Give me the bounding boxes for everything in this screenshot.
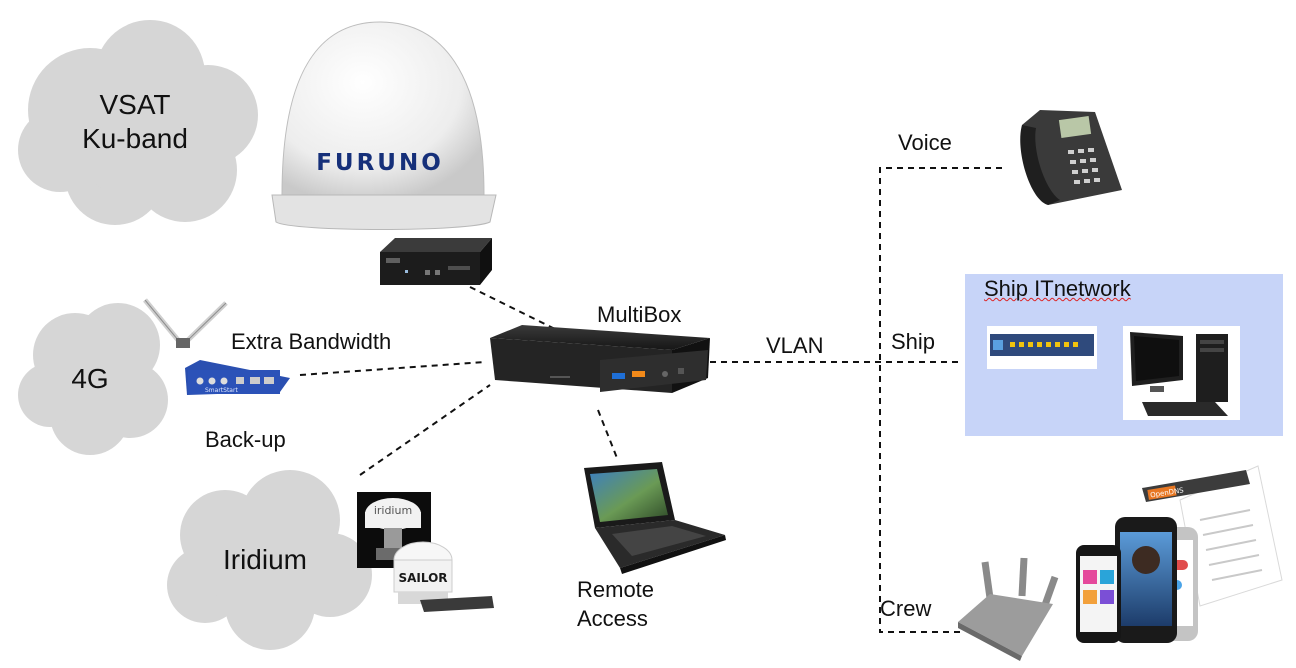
- remote-access-label: Remote Access: [577, 577, 654, 632]
- cloud-vsat: [18, 20, 258, 225]
- extra-bandwidth-label: Extra Bandwidth: [231, 329, 392, 354]
- multibox-label: MultiBox: [597, 302, 682, 327]
- iridium-brand: iridium: [374, 504, 412, 517]
- connection-lines: [299, 167, 1002, 633]
- router-brand: SmartStart: [205, 387, 238, 394]
- vsat-cloud-label: VSAT Ku-band: [70, 88, 200, 155]
- ku-band-label: Ku-band: [82, 122, 188, 154]
- ip-phone: [1020, 110, 1122, 205]
- line-vsat-modem-to-multibox: [469, 286, 558, 331]
- 4g-label: 4G: [71, 363, 109, 394]
- crew-devices: OpenDNS: [1076, 465, 1283, 643]
- backup-label: Back-up: [205, 427, 286, 452]
- cloud-4g: [18, 303, 168, 455]
- multibox-device: [490, 325, 710, 393]
- dome-brand: FURUNO: [316, 150, 444, 176]
- access-label: Access: [577, 606, 648, 632]
- sailor-brand: SAILOR: [398, 571, 447, 585]
- remote-label: Remote: [577, 577, 655, 602]
- line-remote-to-multibox: [597, 409, 618, 459]
- voice-label: Voice: [898, 130, 952, 155]
- iridium-label: Iridium: [222, 544, 307, 575]
- vlan-label: VLAN: [766, 333, 824, 358]
- line-vlan-trunk: [879, 167, 1002, 633]
- ship-it-network-panel: [965, 274, 1283, 436]
- 4g-router: SmartStart: [143, 298, 290, 395]
- cloud-iridium: [167, 470, 372, 650]
- ship-label: Ship: [891, 329, 936, 354]
- crew-label: Crew: [880, 596, 932, 621]
- vsat-modem: [380, 238, 492, 285]
- furuno-dome-antenna: FURUNO: [271, 21, 497, 230]
- vsat-label: VSAT: [99, 89, 171, 120]
- line-iridium-to-multibox: [359, 384, 491, 476]
- crew-wifi-ap: [958, 557, 1059, 661]
- ship-it-network-label: Ship ITnetwork: [984, 276, 1131, 301]
- line-4g-to-multibox: [299, 361, 486, 376]
- remote-laptop: [584, 462, 726, 574]
- iridium-antennas: iridium SAILOR: [357, 492, 494, 612]
